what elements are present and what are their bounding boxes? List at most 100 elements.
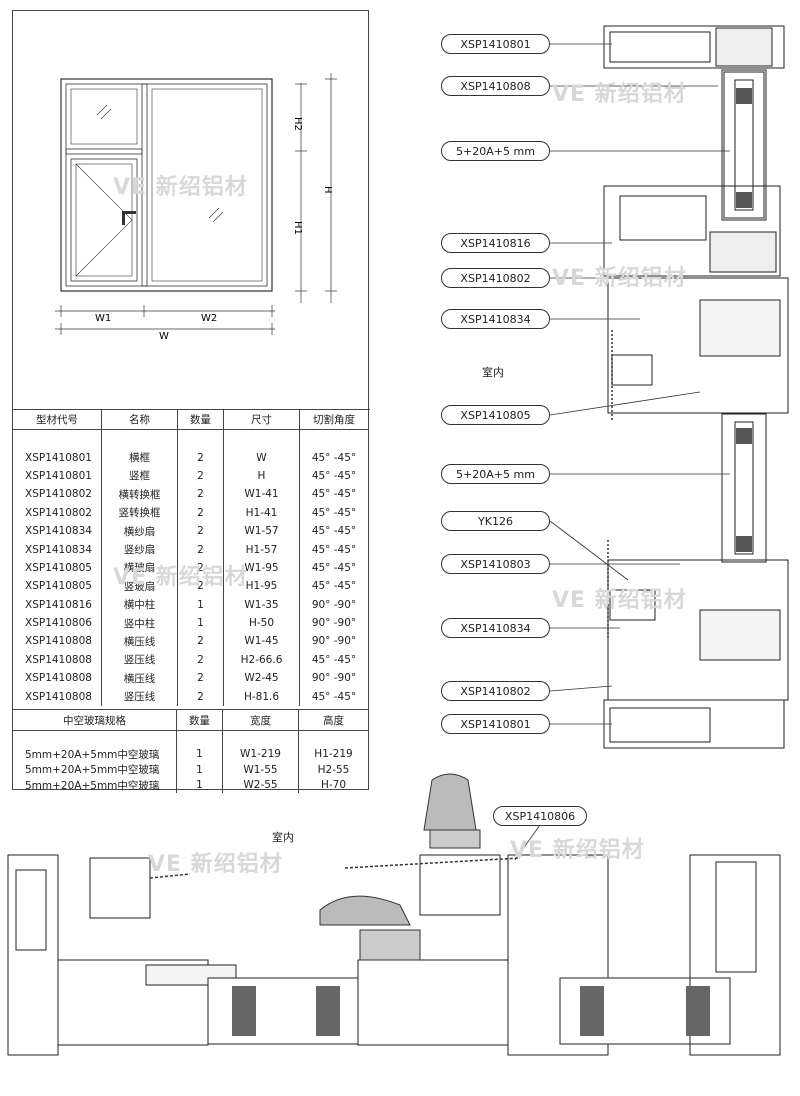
table-cell: 横玻扇 [101, 558, 178, 578]
callout-xsp1410806: XSP1410806 [493, 806, 587, 826]
table-cell: 竖纱扇 [101, 540, 178, 559]
table-cell: W1-219 [222, 746, 299, 762]
table-cell: 竖中柱 [101, 613, 178, 633]
callout-xsp1410803: XSP1410803 [441, 554, 550, 574]
callout-xsp1410802-lower: XSP1410802 [441, 681, 550, 701]
table-cell: 横中柱 [101, 595, 178, 614]
table-cell: XSP1410834 [13, 540, 102, 559]
callout-xsp1410805: XSP1410805 [441, 405, 550, 425]
table-cell: XSP1410816 [13, 595, 102, 614]
table-cell: H [223, 466, 300, 486]
callout-xsp1410816: XSP1410816 [441, 233, 550, 253]
callout-xsp1410801-top: XSP1410801 [441, 34, 550, 54]
dim-h2-label: H2 [292, 117, 303, 131]
dim-w2-label: W2 [201, 313, 217, 324]
table-cell: W1-57 [223, 521, 300, 541]
table-cell: W1-45 [223, 632, 300, 651]
table-cell: H2-66.6 [223, 650, 300, 670]
table-cell: 90° -90° [311, 635, 357, 648]
table-cell: H1-41 [223, 503, 300, 522]
table-cell: 2 [177, 466, 224, 486]
col-header-size: 尺寸 [223, 409, 300, 430]
table-cell: 45° -45° [311, 690, 357, 703]
table-cell: H1-95 [223, 577, 300, 596]
table-cell: 2 [177, 577, 224, 596]
table-cell: 1 [177, 595, 224, 614]
table-cell: 竖转换框 [101, 503, 178, 522]
table-cell: 45° -45° [311, 469, 357, 482]
table-cell: 90° -90° [311, 617, 357, 630]
table-cell: XSP1410802 [13, 485, 102, 504]
table-cell: 横转换框 [101, 485, 178, 504]
table-cell: 45° -45° [311, 580, 357, 593]
table-cell: 横框 [101, 448, 178, 467]
table-cell: 5mm+20A+5mm中空玻璃 [13, 746, 177, 762]
table-cell: 2 [177, 669, 224, 688]
table-cell: 45° -45° [311, 653, 357, 666]
table-cell: XSP1410802 [13, 503, 102, 522]
table-cell: W1-41 [223, 485, 300, 504]
callout-xsp1410808: XSP1410808 [441, 76, 550, 96]
table-cell: H1-57 [223, 540, 300, 559]
table-cell: 1 [176, 762, 223, 778]
table-cell: XSP1410808 [13, 669, 102, 688]
col-header-width: 宽度 [222, 709, 299, 731]
table-cell: 5mm+20A+5mm中空玻璃 [13, 762, 177, 778]
col-header-angle: 切割角度 [299, 409, 368, 430]
table-cell: 90° -90° [311, 598, 357, 611]
table-cell: 1 [176, 746, 223, 762]
table-cell: 45° -45° [311, 506, 357, 519]
callout-glass-upper: 5+20A+5 mm [441, 141, 550, 161]
table-cell: XSP1410801 [13, 448, 102, 467]
table-cell: H-70 [320, 779, 347, 792]
dim-h1-label: H1 [292, 221, 303, 235]
table-cell: 竖框 [101, 466, 178, 486]
table-cell: H2-55 [317, 763, 350, 776]
table-cell: 横压线 [101, 669, 178, 688]
table-cell: 2 [177, 521, 224, 541]
callout-xsp1410834-upper: XSP1410834 [441, 309, 550, 329]
table-cell: W2-45 [223, 669, 300, 688]
callout-xsp1410802-upper: XSP1410802 [441, 268, 550, 288]
table-cell: XSP1410808 [13, 632, 102, 651]
col-header-glass-spec: 中空玻璃规格 [13, 709, 177, 731]
table-cell: W [223, 448, 300, 467]
table-cell: W2-55 [222, 777, 299, 793]
table-cell: 45° -45° [311, 561, 357, 574]
parts-header-row: 型材代号 名称 数量 尺寸 切割角度 [13, 409, 368, 430]
callout-glass-lower: 5+20A+5 mm [441, 464, 550, 484]
table-cell: 5mm+20A+5mm中空玻璃 [13, 777, 177, 793]
col-header-height: 高度 [298, 709, 368, 731]
table-cell: 竖玻扇 [101, 577, 178, 596]
table-cell: 横纱扇 [101, 521, 178, 541]
dim-w-label: W [159, 331, 169, 342]
table-cell: H-81.6 [223, 687, 300, 706]
table-cell: XSP1410805 [13, 558, 102, 578]
table-cell: 2 [177, 485, 224, 504]
table-cell: 2 [177, 650, 224, 670]
indoor-label-horizontal: 室内 [272, 831, 294, 844]
table-cell: 竖压线 [101, 650, 178, 670]
table-cell: XSP1410808 [13, 687, 102, 706]
table-cell: XSP1410805 [13, 577, 102, 596]
table-cell: 45° -45° [311, 488, 357, 501]
table-cell: 2 [177, 558, 224, 578]
table-cell: 45° -45° [311, 525, 357, 538]
col-header-code: 型材代号 [13, 409, 102, 430]
